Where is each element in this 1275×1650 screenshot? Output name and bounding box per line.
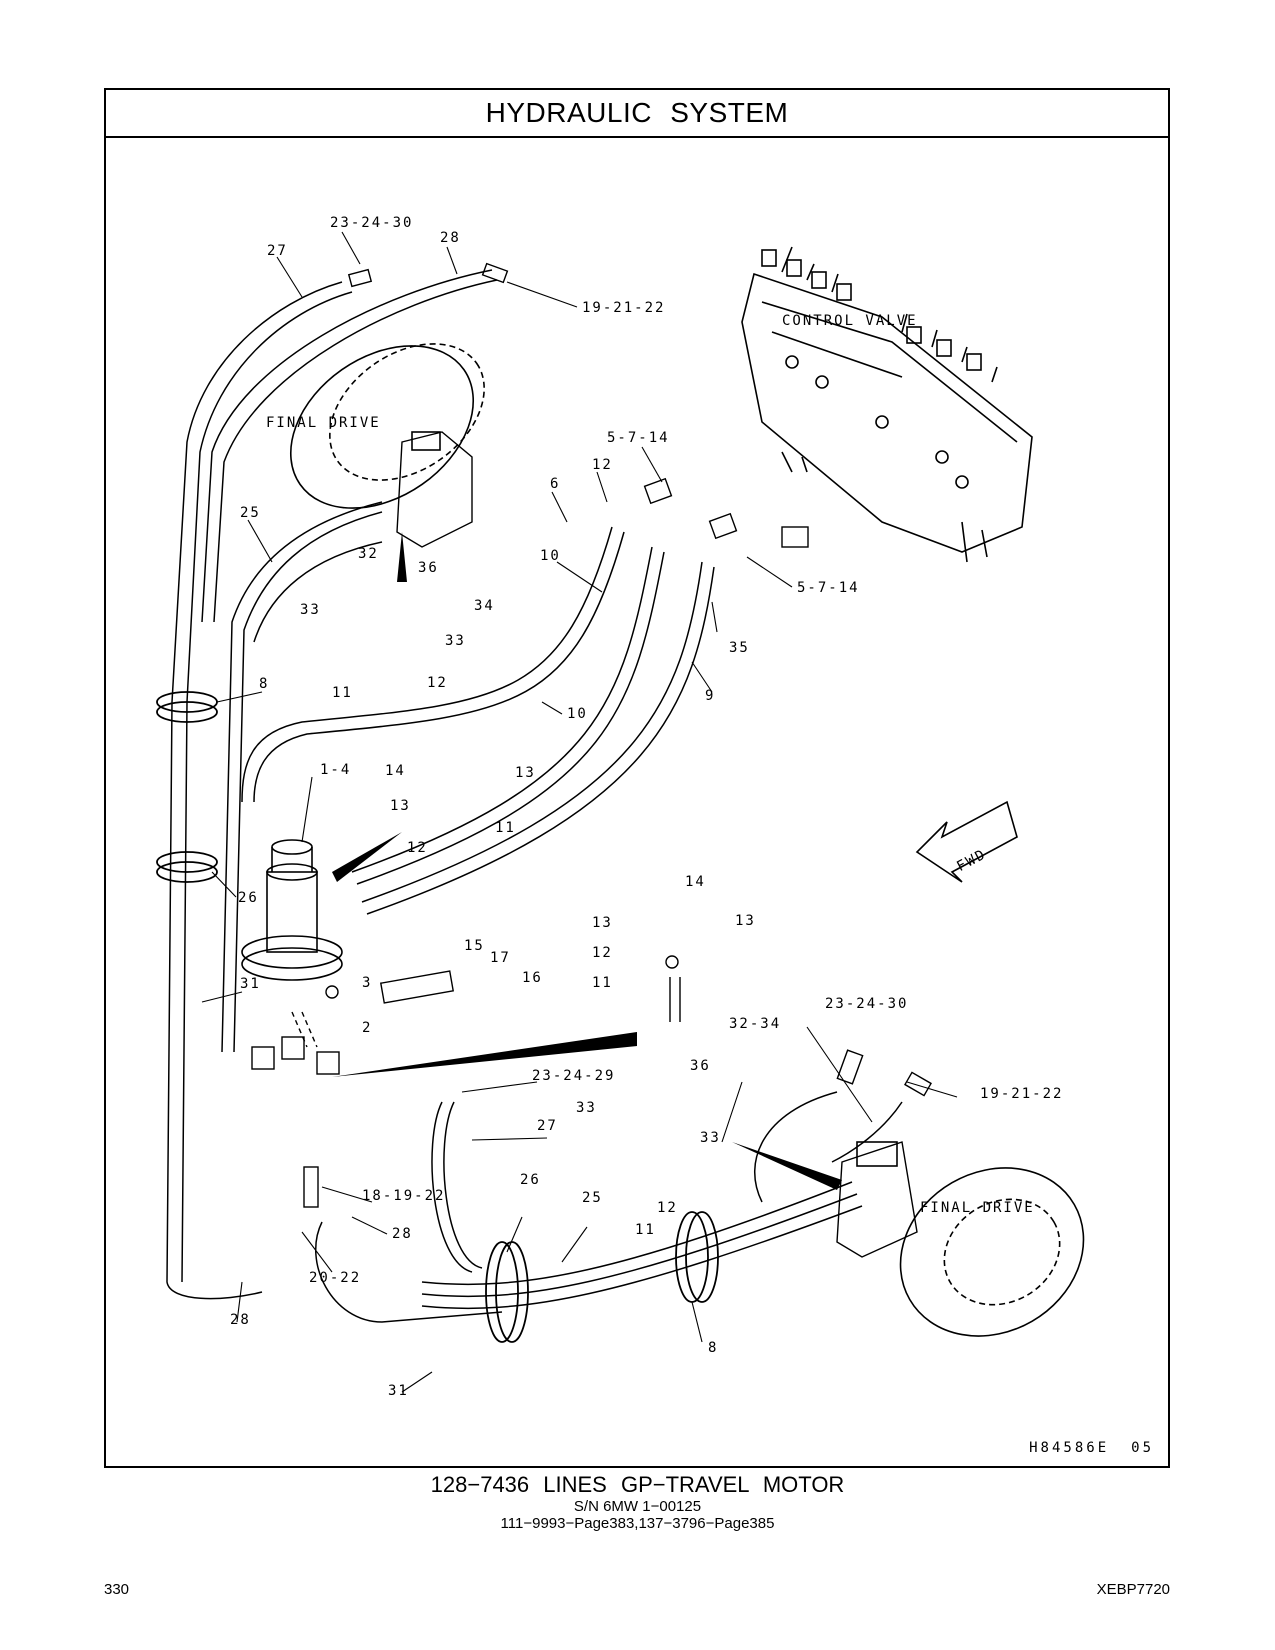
callout: 11 [495,820,516,836]
callout: 13 [390,798,411,814]
callout: 27 [267,243,288,259]
callout: 1-4 [320,762,351,778]
page-title: HYDRAULIC SYSTEM [106,90,1168,138]
callout: 13 [515,765,536,781]
leader-lines [201,231,958,1393]
callout: 5-7-14 [607,430,670,446]
callout: 9 [705,688,715,704]
callout: 12 [592,457,613,473]
callout: 26 [520,1172,541,1188]
drawing-number: H84586E [1029,1440,1110,1456]
callout: 31 [388,1383,409,1399]
callout: 13 [592,915,613,931]
callout: 33 [576,1100,597,1116]
callout: 28 [440,230,461,246]
callout: 2 [362,1020,372,1036]
callout: 20-22 [309,1270,361,1286]
callout: 31 [240,976,261,992]
callout: 11 [592,975,613,991]
page-number: 330 [104,1581,130,1598]
callout: 16 [522,970,543,986]
drawing-revision: 05 [1131,1440,1154,1456]
drawing-frame: HYDRAULIC SYSTEM [104,88,1170,1468]
callout: 33 [700,1130,721,1146]
callout: 32 [358,546,379,562]
document-id: XEBP7720 [1096,1581,1170,1598]
swivel-drawing [241,839,343,981]
callout: 8 [708,1340,718,1356]
callout: 12 [427,675,448,691]
control-valve-label: CONTROL VALVE [782,313,918,329]
callout: 11 [332,685,353,701]
callout: 5-7-14 [797,580,860,596]
callout: 23-24-29 [532,1068,615,1084]
callout: 6 [550,476,560,492]
callout: 33 [300,602,321,618]
callout: 18-19-22 [362,1188,445,1204]
callout: 19-21-22 [582,300,665,316]
hose-lines [166,269,903,1323]
control-valve-drawing [741,246,1033,563]
caption-serial: S/N 6MW 1−00125 [573,1498,702,1515]
final-drive-top-label: FINAL DRIVE [266,415,381,431]
callout: 35 [729,640,750,656]
caption-title: 128−7436 LINES GP−TRAVEL MOTOR [430,1472,845,1497]
callout: 12 [407,840,428,856]
callout: 25 [582,1190,603,1206]
caption-references: 111−9993−Page383,137−3796−Page385 [500,1515,775,1532]
callout: 25 [240,505,261,521]
final-drive-top-drawing [289,343,485,548]
callout: 28 [230,1312,251,1328]
callout: 14 [685,874,706,890]
callout: 12 [657,1200,678,1216]
callout: 10 [567,706,588,722]
callout: 8 [259,676,269,692]
hydraulic-schematic: CONTROL VALVE FINAL DRIVE FINAL DRIVE FW… [156,215,1085,1399]
callout: 27 [537,1118,558,1134]
callout: 34 [474,598,495,614]
callout: 3 [362,975,372,991]
callout: 14 [385,763,406,779]
callout: 36 [690,1058,711,1074]
drawing-code: H84586E 05 [1007,1440,1154,1456]
callout: 11 [635,1222,656,1238]
callout: 13 [735,913,756,929]
callout: 33 [445,633,466,649]
callout: 17 [490,950,511,966]
callout: 23-24-30 [330,215,413,231]
fittings [251,262,932,1208]
callout: 26 [238,890,259,906]
fwd-arrow [915,800,1018,883]
pointer-wedges [332,532,842,1190]
callout: 15 [464,938,485,954]
final-drive-bottom-label: FINAL DRIVE [920,1200,1035,1216]
callout: 36 [418,560,439,576]
final-drive-bottom-drawing [836,1141,1085,1337]
callout: 12 [592,945,613,961]
callout: 32-34 [729,1016,781,1032]
callout: 23-24-30 [825,996,908,1012]
callout: 10 [540,548,561,564]
callout: 19-21-22 [980,1086,1063,1102]
clamps [156,691,719,1343]
callout: 28 [392,1226,413,1242]
fwd-label: FWD [954,846,989,875]
